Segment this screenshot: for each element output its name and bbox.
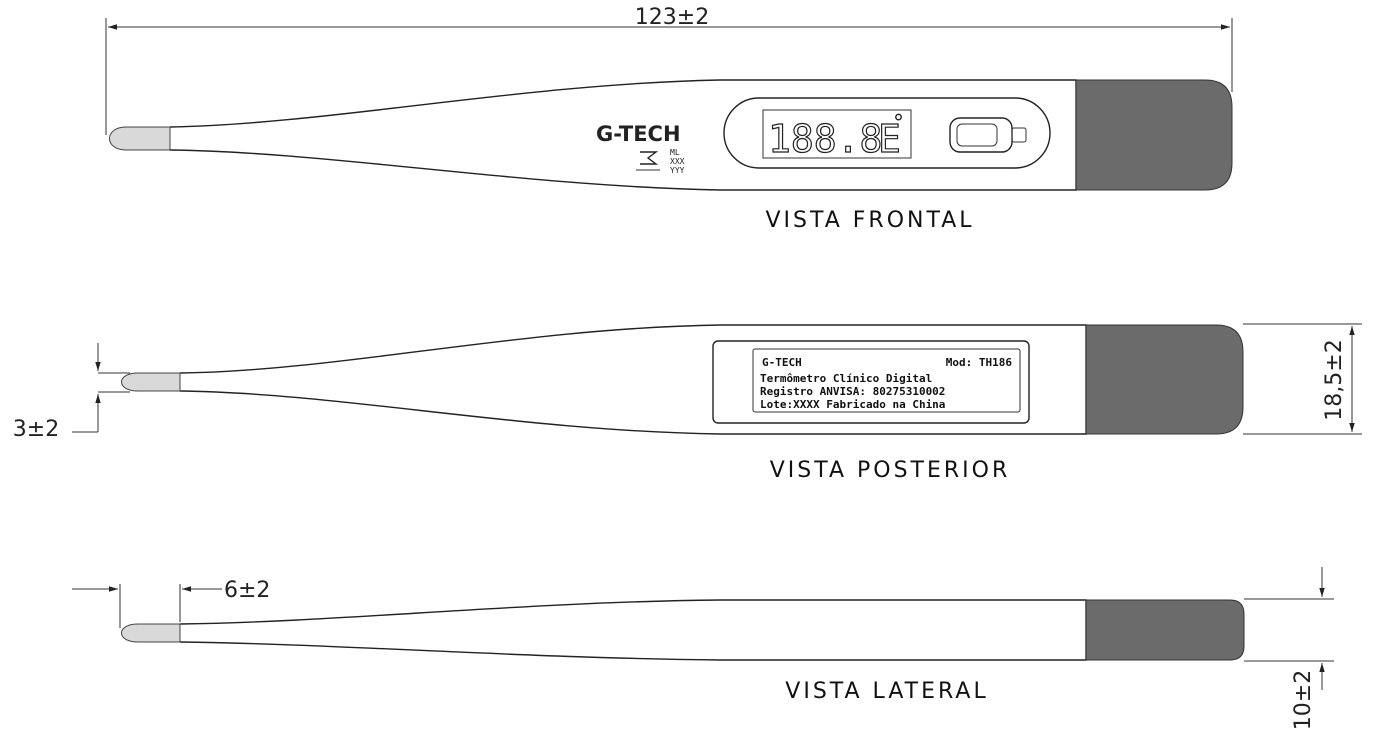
side-grip [1085, 599, 1245, 661]
rear-label-brand: G-TECH [762, 356, 802, 369]
front-probe-tip [109, 126, 171, 151]
front-mark-line-2: XXX [670, 157, 685, 166]
view-title-rear: VISTA POSTERIOR [770, 458, 1011, 483]
front-mark-line-1: ML [670, 148, 680, 157]
display-window [723, 97, 1051, 169]
front-brand-logo: G-TECH [596, 122, 681, 146]
rear-label-line-3: Lote:XXXX Fabricado na China [760, 398, 945, 411]
side-body-outline [179, 599, 1087, 661]
front-view: 123±2 G-TECH ML XXX YYY 188.8 E ° VISTA … [105, 5, 1233, 233]
rear-label-model: Mod: TH186 [946, 356, 1013, 369]
lcd-unit: E [878, 117, 901, 161]
tip-diameter-label: 3±2 [13, 417, 59, 442]
length-dimension-label: 123±2 [635, 5, 709, 30]
width-dimension-label: 18,5±2 [1322, 339, 1347, 420]
rear-label-line-1: Termômetro Clínico Digital [760, 372, 932, 385]
rear-probe-tip [121, 372, 181, 392]
rear-label-inner [752, 348, 1021, 413]
rear-view: G-TECH Mod: TH186 Termômetro Clínico Dig… [13, 323, 1362, 483]
inmetro-mark-icon [636, 151, 660, 171]
rear-label-outer [712, 340, 1030, 424]
side-view: 6±2 10±2 VISTA LATERAL [72, 567, 1334, 730]
power-button-icon [949, 117, 1027, 153]
thickness-label: 10±2 [1291, 670, 1316, 730]
front-mark-line-3: YYY [670, 166, 685, 175]
view-title-front: VISTA FRONTAL [765, 208, 974, 233]
front-grip [1075, 79, 1233, 191]
lcd-degree: ° [893, 111, 904, 136]
lcd-frame [762, 109, 912, 159]
rear-label-line-2: Registro ANVISA: 80275310002 [760, 385, 945, 398]
view-title-side: VISTA LATERAL [785, 679, 988, 704]
rear-grip [1085, 324, 1244, 435]
lcd-digits: 188.8 [768, 117, 882, 161]
side-probe-tip [121, 623, 181, 643]
tip-length-label: 6±2 [224, 578, 270, 603]
